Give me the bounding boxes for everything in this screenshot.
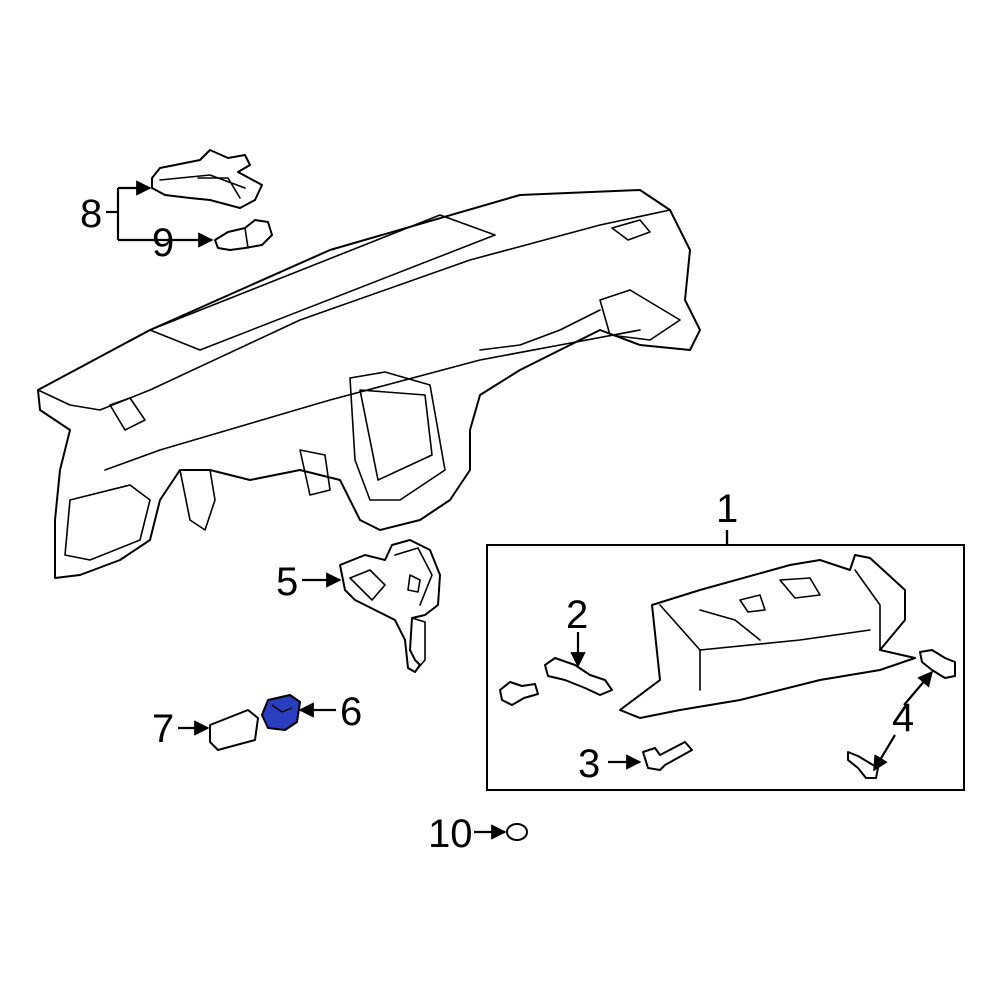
part-9-clip[interactable] bbox=[214, 219, 273, 251]
instrument-panel bbox=[37, 189, 701, 579]
callout-2: 2 bbox=[566, 593, 588, 637]
part-4-screw-lower[interactable] bbox=[847, 751, 879, 779]
part-7-cover[interactable] bbox=[209, 709, 259, 751]
callout-9: 9 bbox=[152, 221, 174, 265]
part-8-bracket[interactable] bbox=[151, 149, 263, 209]
part-1-glove-box[interactable] bbox=[619, 554, 916, 719]
part-10-plug[interactable] bbox=[506, 823, 528, 841]
callout-8: 8 bbox=[80, 192, 102, 236]
callout-5: 5 bbox=[276, 560, 298, 604]
part-2-stopper[interactable] bbox=[544, 657, 613, 696]
part-4-screw-upper[interactable] bbox=[919, 649, 956, 679]
callout-1: 1 bbox=[716, 487, 738, 531]
callout-4: 4 bbox=[892, 696, 914, 740]
leader-4b bbox=[873, 734, 896, 772]
callout-10: 10 bbox=[428, 812, 473, 856]
callout-7: 7 bbox=[152, 707, 174, 751]
part-3-bolt[interactable] bbox=[642, 741, 693, 771]
glove-box-inset-frame bbox=[486, 544, 965, 791]
part-6-bumper[interactable] bbox=[261, 694, 301, 731]
part-2-bolt[interactable] bbox=[499, 681, 539, 706]
callout-6: 6 bbox=[340, 690, 362, 734]
callout-3: 3 bbox=[578, 742, 600, 786]
part-5-lock-assembly[interactable] bbox=[339, 539, 441, 673]
leader-4a bbox=[903, 670, 933, 706]
